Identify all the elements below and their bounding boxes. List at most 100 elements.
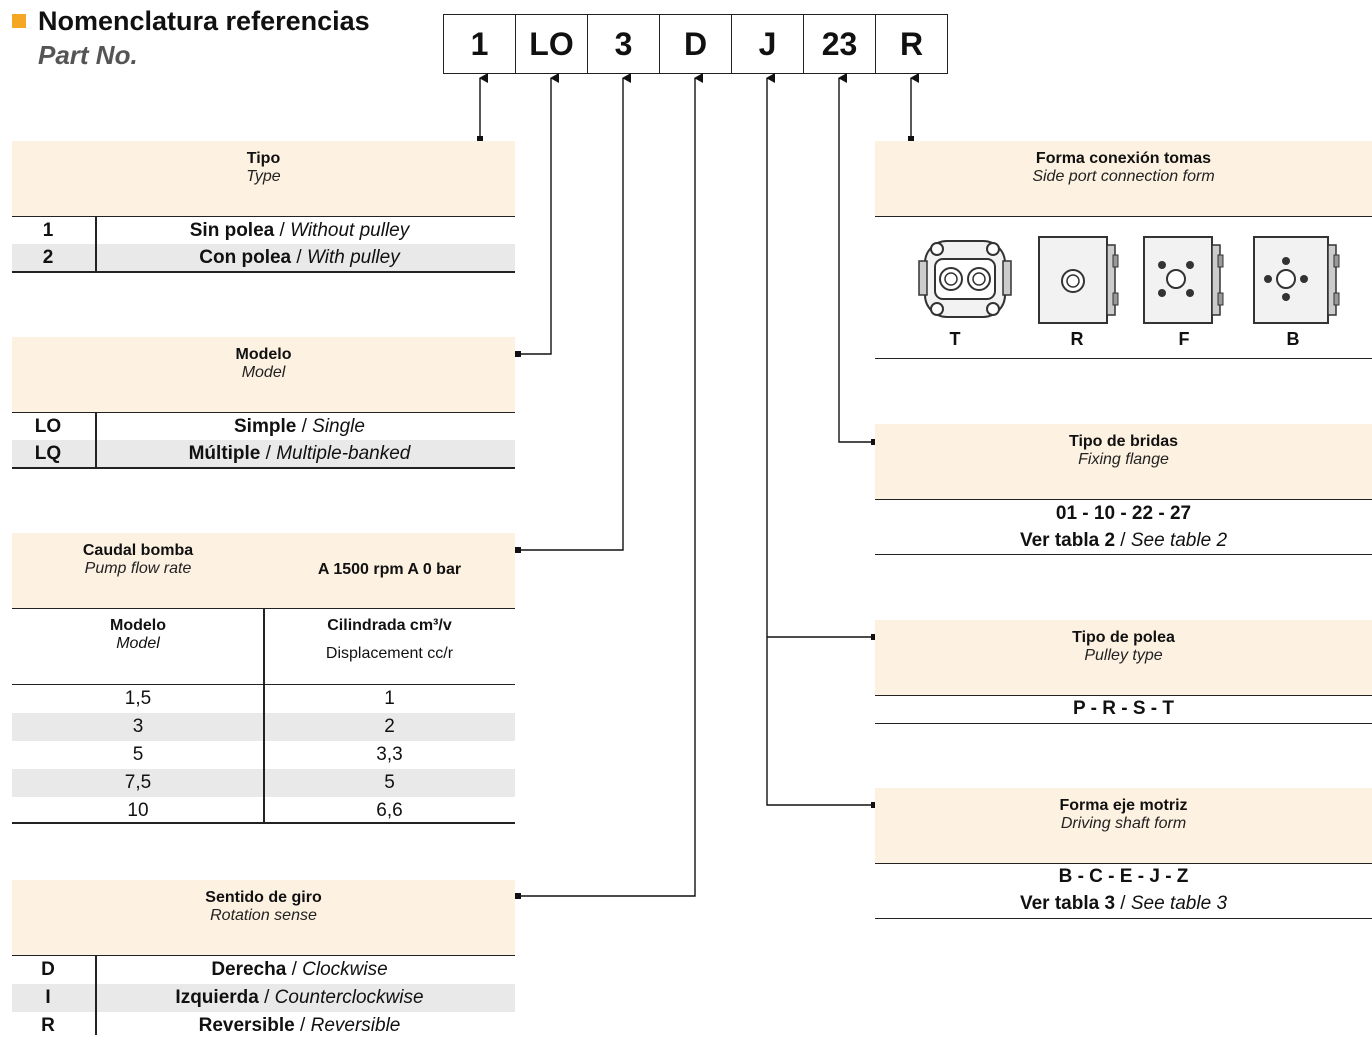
port-f-label: F xyxy=(1178,329,1190,349)
table-row: I Izquierda / Counterclockwise xyxy=(12,984,515,1012)
modelo-subtitle: Model xyxy=(241,364,286,381)
row-code: I xyxy=(45,987,51,1008)
eje-values: B - C - E - J - Z xyxy=(1058,866,1189,887)
polea-body: P - R - S - T xyxy=(875,696,1372,724)
port-b-icon xyxy=(1253,236,1340,324)
polea-title: Tipo de polea xyxy=(1072,629,1175,646)
row-desc: Simple / Single xyxy=(234,415,365,437)
eje-title: Forma eje motriz xyxy=(1059,797,1188,814)
bridas-title: Tipo de bridas xyxy=(1068,433,1179,450)
tipo-subtitle: Type xyxy=(246,168,281,185)
heading-accent-square xyxy=(12,14,26,28)
port-t-icon xyxy=(918,240,1012,318)
table-bottom-border xyxy=(12,467,515,469)
bridas-ref-en: See table 2 xyxy=(1130,530,1228,551)
row-desc-es: Izquierda xyxy=(175,987,259,1008)
cell-displacement: 5 xyxy=(384,772,395,793)
cell-displacement: 3,3 xyxy=(376,744,403,765)
row-desc-es: Simple xyxy=(234,415,297,437)
cell-model: 10 xyxy=(127,800,149,821)
eje-subtitle: Driving shaft form xyxy=(1060,815,1187,832)
conexion-header: Forma conexión tomas Side port connectio… xyxy=(875,141,1372,217)
caudal-col1-subtitle: Model xyxy=(116,635,160,652)
eje-body: B - C - E - J - Z Ver tabla 3 / See tabl… xyxy=(875,864,1372,919)
page-title: Nomenclatura referencias xyxy=(38,6,370,36)
sentido-header: Sentido de giro Rotation sense xyxy=(12,880,515,956)
table-row: R Reversible / Reversible xyxy=(12,1012,515,1040)
cell-model: 1,5 xyxy=(124,688,152,709)
table-row: 2 Con polea / With pulley xyxy=(12,244,515,271)
row-desc: Múltiple / Multiple-banked xyxy=(188,442,411,464)
sentido-subtitle: Rotation sense xyxy=(210,907,317,924)
polea-values: P - R - S - T xyxy=(1073,698,1174,719)
connector-model xyxy=(518,73,559,355)
bridas-subtitle: Fixing flange xyxy=(1078,451,1169,468)
tipo-header: Tipo Type xyxy=(12,141,515,217)
table-row: 5 3,3 xyxy=(12,741,515,769)
row-code: R xyxy=(41,1015,55,1036)
cell-displacement: 1 xyxy=(384,688,395,709)
caudal-col1-header: Modelo Model xyxy=(12,617,264,653)
cell-model: 5 xyxy=(132,744,144,765)
row-desc-en: Counterclockwise xyxy=(274,987,424,1008)
row-desc-es: Con polea xyxy=(199,246,292,268)
modelo-title: Modelo xyxy=(235,346,292,363)
code-box-shaft: J xyxy=(731,14,804,74)
row-desc: Con polea / With pulley xyxy=(199,246,400,268)
bridas-reference: Ver tabla 2 / See table 2 xyxy=(1019,530,1228,551)
caudal-col1-title: Modelo xyxy=(110,617,166,634)
bridas-values: 01 - 10 - 22 - 27 xyxy=(1055,503,1192,524)
tipo-rows: 1 Sin polea / Without pulley 2 Con polea… xyxy=(12,217,515,273)
row-desc-en: Clockwise xyxy=(302,959,388,980)
connector-rotation xyxy=(518,73,703,897)
table-bottom-border xyxy=(12,271,515,273)
polea-subtitle: Pulley type xyxy=(1084,647,1163,664)
caudal-condition: A 1500 rpm A 0 bar xyxy=(317,561,462,578)
caudal-header: Caudal bomba Pump flow rate A 1500 rpm A… xyxy=(12,533,515,609)
connector-flange xyxy=(838,73,874,443)
conexion-subtitle: Side port connection form xyxy=(1032,168,1215,185)
row-code: 2 xyxy=(42,246,54,268)
table-row: 1,5 1 xyxy=(12,685,515,713)
column-divider xyxy=(263,609,265,823)
cell-model: 7,5 xyxy=(124,772,152,793)
tipo-title: Tipo xyxy=(246,150,281,167)
column-divider xyxy=(95,217,97,271)
table-row: LQ Múltiple / Multiple-banked xyxy=(12,440,515,467)
row-desc-en: Without pulley xyxy=(290,219,410,241)
bridas-ref-es: Ver tabla 2 xyxy=(1019,530,1116,551)
eje-header: Forma eje motriz Driving shaft form xyxy=(875,788,1372,864)
row-code: 1 xyxy=(42,219,54,241)
row-desc-en: Single xyxy=(312,415,365,437)
column-divider xyxy=(95,956,97,1035)
caudal-col2-header: Cilindrada cm³/v Displacement cc/r xyxy=(264,617,515,663)
caudal-subtitle: Pump flow rate xyxy=(84,560,192,577)
cell-displacement: 6,6 xyxy=(376,800,403,821)
column-divider xyxy=(95,413,97,467)
conexion-options: T R F B xyxy=(875,217,1372,359)
row-desc: Sin polea / Without pulley xyxy=(189,219,410,241)
cell-model: 3 xyxy=(132,716,144,737)
row-desc-es: Derecha xyxy=(211,959,287,980)
caudal-col2-title: Cilindrada cm³/v xyxy=(327,617,452,634)
port-b-label: B xyxy=(1286,329,1300,349)
row-desc-en: With pulley xyxy=(306,246,400,268)
page-subtitle: Part No. xyxy=(38,40,138,70)
port-t-label: T xyxy=(949,329,961,349)
port-r-label: R xyxy=(1070,329,1084,349)
row-desc-es: Sin polea xyxy=(189,219,275,241)
eje-reference: Ver tabla 3 / See table 3 xyxy=(1019,893,1228,914)
polea-header: Tipo de polea Pulley type xyxy=(875,620,1372,696)
row-desc-en: Reversible xyxy=(310,1015,401,1036)
caudal-col2-subtitle: Displacement cc/r xyxy=(325,645,454,662)
row-code: LO xyxy=(34,415,62,437)
connector-flow xyxy=(518,73,631,551)
eje-ref-es: Ver tabla 3 xyxy=(1019,893,1116,914)
code-box-port: R xyxy=(875,14,948,74)
row-desc: Reversible / Reversible xyxy=(198,1015,401,1036)
cell-displacement: 2 xyxy=(384,716,395,737)
row-code: D xyxy=(41,959,55,980)
port-r-icon xyxy=(1038,236,1119,324)
caudal-title-block: Caudal bomba Pump flow rate xyxy=(12,542,264,578)
table-row: 1 Sin polea / Without pulley xyxy=(12,217,515,244)
